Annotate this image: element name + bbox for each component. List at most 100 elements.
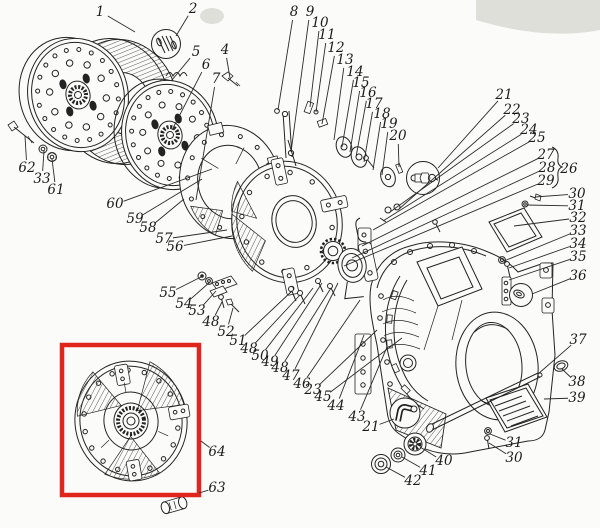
leader-line-13 bbox=[333, 67, 345, 141]
rivet-hole bbox=[144, 111, 152, 119]
group-bracket-26 bbox=[551, 146, 564, 189]
part-number-51: 51 bbox=[229, 333, 246, 349]
leader-line-34 bbox=[508, 246, 570, 269]
callout-50: 50 bbox=[251, 287, 314, 364]
rivet-hole bbox=[166, 176, 172, 182]
leader-line-15 bbox=[349, 90, 361, 153]
callout-34: 34 bbox=[508, 236, 587, 269]
leader-line-11 bbox=[315, 42, 327, 113]
leader-line-24 bbox=[382, 133, 522, 222]
callout-21: 21 bbox=[437, 87, 513, 169]
part-number-48: 48 bbox=[239, 341, 258, 357]
callout-46: 46 bbox=[292, 299, 361, 392]
callout-60: 60 bbox=[106, 168, 213, 212]
rivet-hole bbox=[99, 58, 105, 64]
callout-10: 10 bbox=[309, 15, 329, 108]
rivet-hole bbox=[188, 196, 194, 202]
part-number-61: 61 bbox=[47, 182, 64, 198]
rivet-hole bbox=[88, 50, 94, 56]
rivet-hole bbox=[154, 172, 160, 178]
callout-14: 14 bbox=[341, 64, 364, 148]
callout-26: 26 bbox=[559, 161, 578, 177]
part-number-60: 60 bbox=[106, 196, 124, 212]
callout-43: 43 bbox=[347, 346, 388, 425]
rivet-hole bbox=[113, 110, 119, 116]
part-number-40: 40 bbox=[434, 453, 453, 469]
part-number-59: 59 bbox=[126, 211, 144, 227]
bearing-group bbox=[371, 432, 427, 474]
rivet-hole bbox=[102, 94, 111, 102]
leader-line-51 bbox=[244, 290, 293, 336]
callout-17: 17 bbox=[363, 96, 383, 163]
leader-line-21 bbox=[437, 100, 499, 169]
part-number-26: 26 bbox=[559, 161, 578, 177]
callout-29: 29 bbox=[343, 173, 555, 267]
rivet-hole bbox=[175, 425, 181, 431]
part-number-41: 41 bbox=[418, 463, 436, 479]
rivet-hole bbox=[83, 61, 91, 69]
leader-line-43 bbox=[360, 346, 388, 410]
part-number-53: 53 bbox=[188, 303, 205, 319]
leader-line-19 bbox=[381, 131, 389, 176]
leader-line-17 bbox=[363, 111, 373, 163]
callout-15: 15 bbox=[349, 75, 370, 153]
plug bbox=[553, 360, 569, 372]
callout-37: 37 bbox=[537, 332, 587, 375]
rivet-hole bbox=[95, 380, 102, 386]
leader-line-58 bbox=[154, 198, 185, 224]
callout-24: 24 bbox=[382, 122, 538, 222]
part-number-46: 46 bbox=[292, 376, 311, 392]
part-number-30: 30 bbox=[568, 186, 586, 202]
callout-32: 32 bbox=[513, 210, 587, 227]
callout-23: 23 bbox=[303, 329, 378, 398]
part-number-21: 21 bbox=[361, 419, 379, 435]
rivet-hole bbox=[96, 112, 105, 121]
part-number-64: 64 bbox=[208, 444, 225, 460]
callout-21: 21 bbox=[361, 418, 395, 435]
leader-line-40 bbox=[419, 446, 437, 458]
callout-58: 58 bbox=[139, 198, 185, 236]
part-number-50: 50 bbox=[251, 348, 269, 364]
part-number-37: 37 bbox=[569, 332, 587, 348]
leader-line-14 bbox=[341, 79, 354, 148]
leader-line-33 bbox=[42, 150, 45, 172]
rivet-hole bbox=[82, 428, 88, 435]
leader-line-45 bbox=[329, 337, 403, 393]
detail-balloon-spring bbox=[151, 29, 181, 59]
leader-line-53 bbox=[202, 290, 217, 306]
rivet-hole bbox=[198, 110, 204, 116]
callout-4: 4 bbox=[220, 42, 231, 79]
leader-line-32 bbox=[513, 218, 570, 227]
callout-62: 62 bbox=[18, 135, 36, 176]
leader-line-16 bbox=[355, 100, 367, 158]
part-number-42: 42 bbox=[403, 473, 421, 489]
clutch-cover bbox=[231, 157, 349, 296]
rivet-hole bbox=[147, 465, 153, 471]
part-number-63: 63 bbox=[208, 480, 225, 496]
friction-disc-1 bbox=[18, 36, 129, 153]
part-number-13: 13 bbox=[336, 52, 353, 68]
part-number-31: 31 bbox=[505, 435, 522, 451]
link-plates bbox=[197, 271, 240, 313]
leader-line-37 bbox=[537, 344, 572, 375]
rivet-hole bbox=[170, 442, 176, 448]
leader-line-38 bbox=[561, 368, 571, 378]
callout-33: 33 bbox=[33, 150, 51, 187]
leader-line-10 bbox=[309, 30, 320, 108]
callout-36: 36 bbox=[531, 268, 587, 295]
part-number-19: 19 bbox=[380, 116, 398, 132]
leader-line-31 bbox=[489, 433, 506, 441]
callout-51: 51 bbox=[229, 290, 293, 349]
right-fasteners bbox=[484, 193, 542, 450]
callout-48: 48 bbox=[270, 287, 332, 376]
part-number-43: 43 bbox=[347, 409, 365, 425]
rivet-hole bbox=[89, 445, 95, 451]
part-number-12: 12 bbox=[327, 40, 344, 56]
part-number-34: 34 bbox=[569, 236, 586, 252]
callout-54: 54 bbox=[175, 281, 211, 312]
part-number-10: 10 bbox=[311, 15, 329, 31]
rivet-hole bbox=[81, 411, 87, 417]
leader-line-60 bbox=[123, 168, 213, 202]
